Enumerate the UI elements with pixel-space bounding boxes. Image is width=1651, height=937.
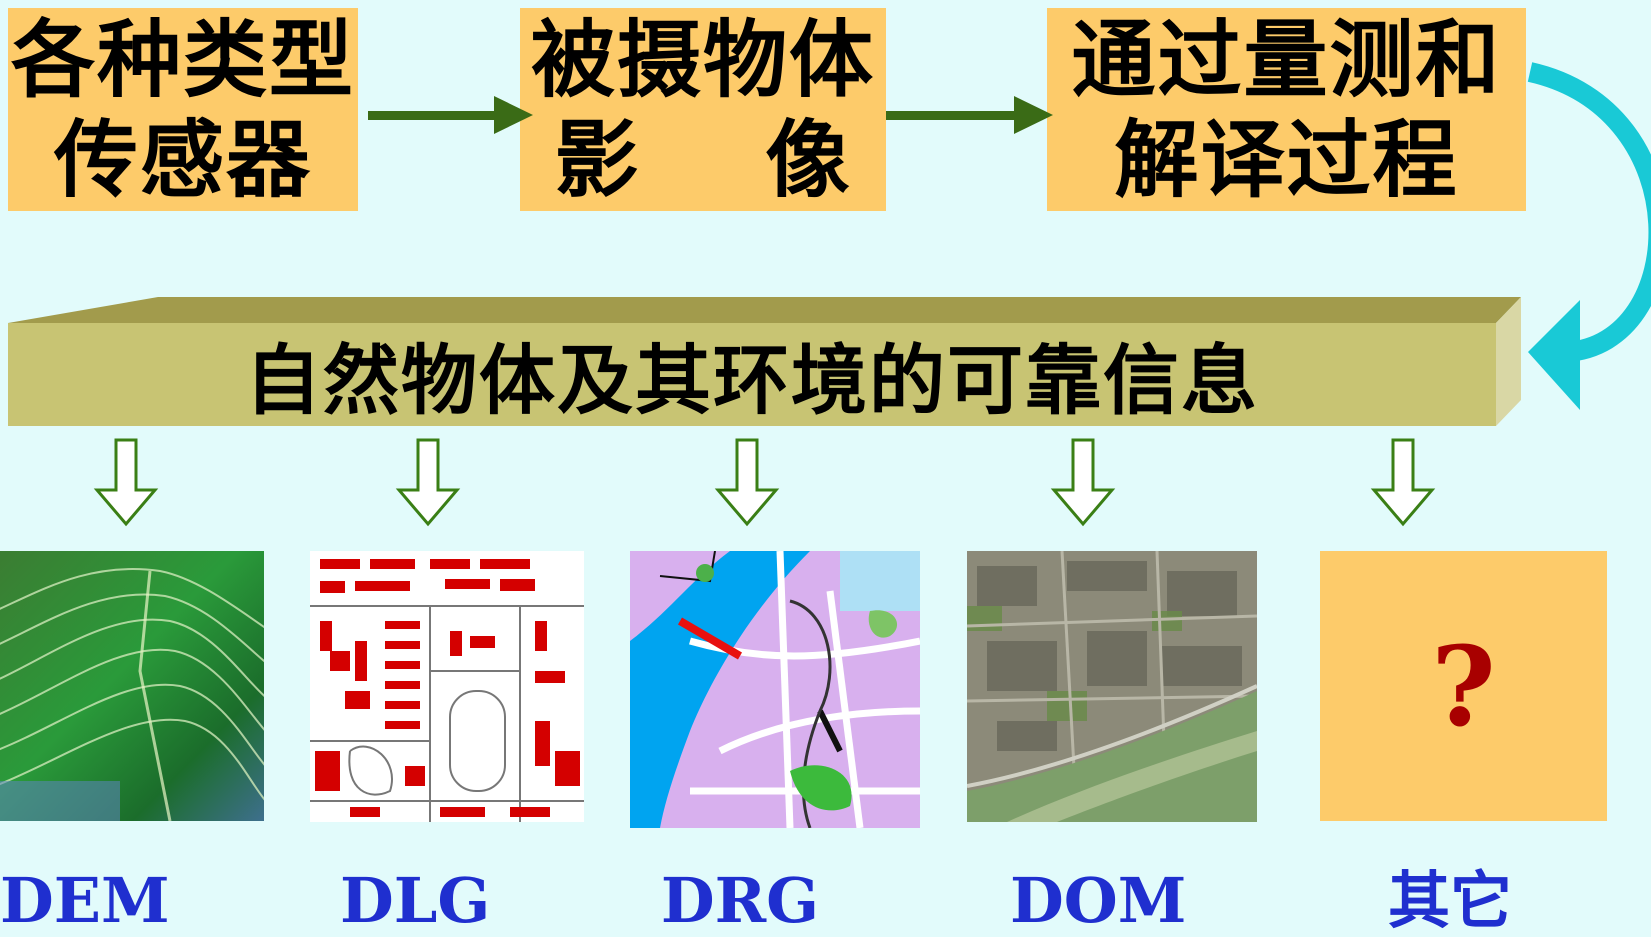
caption-drg: DRG xyxy=(660,864,820,937)
step-object-image-line2: 影 像 xyxy=(554,110,852,209)
other-placeholder: ? xyxy=(1320,551,1607,821)
down-arrow-dom xyxy=(1050,438,1116,527)
step-measure-interpret: 通过量测和 解译过程 xyxy=(1047,8,1526,211)
step-sensors-line2: 传感器 xyxy=(53,110,312,209)
curved-return-arrow xyxy=(1527,62,1651,410)
caption-dom: DOM xyxy=(1010,864,1187,937)
banner-title: 自然物体及其环境的可靠信息 xyxy=(245,336,1259,425)
down-arrow-dlg xyxy=(395,438,461,527)
down-arrow-other xyxy=(1370,438,1436,527)
dlg-image xyxy=(310,551,584,822)
info-banner xyxy=(8,297,1521,426)
question-mark: ? xyxy=(1431,621,1496,751)
down-arrow-drg xyxy=(714,438,780,527)
caption-dem: DEM xyxy=(0,864,170,937)
drg-image xyxy=(630,551,920,828)
dom-image xyxy=(967,551,1257,822)
arrow-step1-to-step2 xyxy=(368,96,533,134)
step-measure-interpret-line1: 通过量测和 xyxy=(1071,10,1502,109)
step-measure-interpret-line2: 解译过程 xyxy=(1114,110,1459,209)
step-object-image-line1: 被摄物体 xyxy=(530,10,875,109)
arrow-step2-to-step3 xyxy=(886,96,1053,134)
dem-image xyxy=(0,551,264,821)
caption-other: 其它 xyxy=(1387,864,1512,937)
down-arrow-dem xyxy=(93,438,159,527)
caption-dlg: DLG xyxy=(340,864,491,937)
step-sensors-line1: 各种类型 xyxy=(10,10,355,109)
step-sensors: 各种类型 传感器 xyxy=(8,8,358,211)
step-object-image: 被摄物体 影 像 xyxy=(520,8,886,211)
